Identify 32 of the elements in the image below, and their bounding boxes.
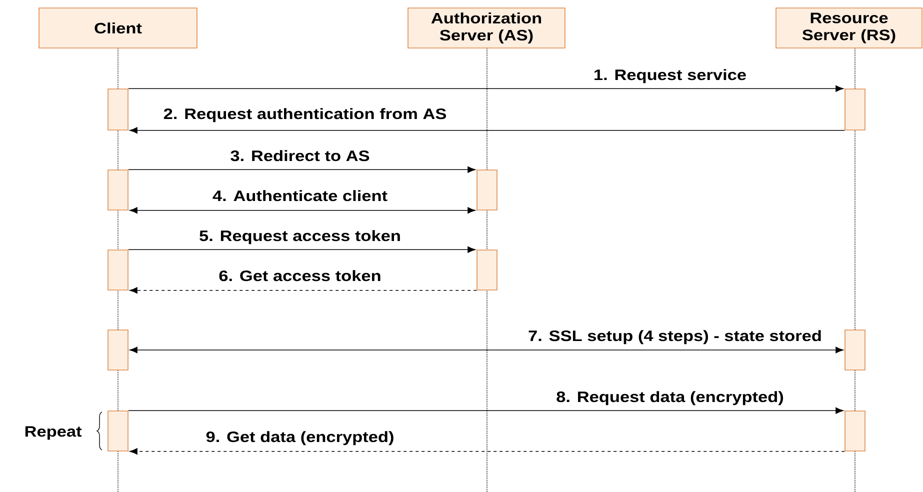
message-arrow bbox=[130, 127, 845, 134]
message-label: 5. Request access token bbox=[198, 229, 402, 246]
activation-bar bbox=[108, 410, 128, 452]
activation-bar bbox=[108, 170, 128, 210]
activation-bar bbox=[844, 330, 866, 370]
activation-bar bbox=[476, 250, 498, 290]
activation-bar bbox=[108, 250, 128, 290]
activation-bar bbox=[108, 88, 128, 130]
message-label: 8. Request data (encrypted) bbox=[555, 390, 785, 406]
message-label: 2. Request authentication from AS bbox=[162, 107, 448, 124]
message-arrow bbox=[128, 166, 476, 173]
message-arrow bbox=[128, 85, 844, 92]
activation-bar bbox=[844, 88, 866, 130]
participant-box: Authorization Server (AS) bbox=[408, 8, 566, 48]
activation-bar bbox=[108, 330, 128, 370]
message-arrow bbox=[130, 287, 477, 294]
message-arrow bbox=[130, 207, 476, 214]
repeat-label: Repeat bbox=[25, 426, 82, 440]
message-label: 6. Get access token bbox=[218, 269, 382, 282]
activation-bar bbox=[476, 170, 498, 210]
participant-box: Resource Server (RS) bbox=[776, 8, 922, 48]
message-arrow bbox=[130, 346, 844, 354]
message-label: 3. Redirect to AS bbox=[229, 149, 371, 162]
message-label: 1. Request service bbox=[592, 68, 748, 84]
activation-bar bbox=[844, 410, 866, 452]
message-label: 7. SSL setup (4 steps) - state stored bbox=[527, 329, 823, 346]
participant-box: Client bbox=[38, 8, 198, 48]
message-label: 4. Authenticate client bbox=[211, 189, 389, 202]
message-label: 9. Get data (encrypted) bbox=[204, 430, 396, 446]
message-arrow bbox=[128, 407, 844, 414]
message-arrow bbox=[128, 246, 476, 253]
message-arrow bbox=[130, 448, 845, 455]
